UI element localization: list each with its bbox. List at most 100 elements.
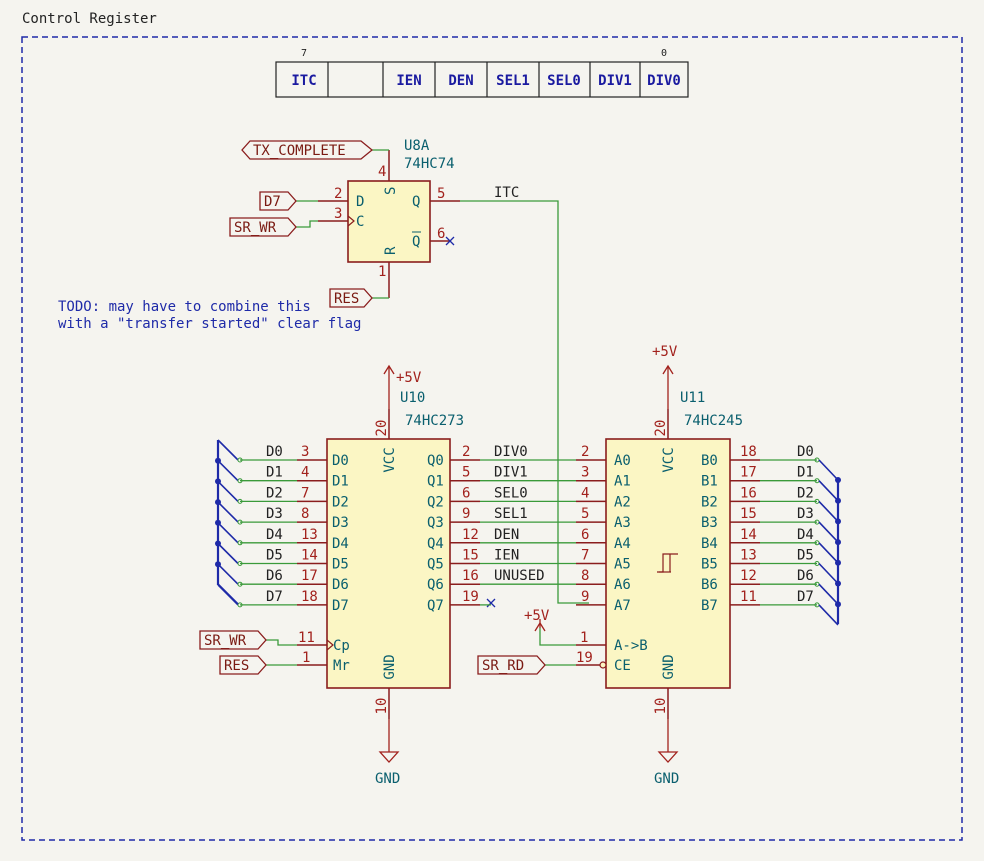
u10-gnd-symbol: GND (375, 719, 400, 787)
label-sr-rd[interactable]: SR_RD (477, 655, 546, 675)
u11-a-pin-name: A6 (614, 577, 631, 593)
todo-note-line1: TODO: may have to combine this (58, 299, 311, 315)
label-res-top[interactable]: RES (329, 288, 373, 308)
u10-q-pin-num: 19 (462, 589, 479, 605)
svg-text:RES: RES (334, 291, 359, 307)
u11-b-pin-name: B3 (701, 515, 718, 531)
u10-q-pin-name: Q3 (427, 515, 444, 531)
u11-a-pin-num: 6 (581, 527, 589, 543)
u11-b-pin-name: B1 (701, 474, 718, 490)
left-bus-entry (217, 460, 239, 482)
u10-d-pin-name: D2 (332, 494, 349, 510)
u10-register[interactable]: U10 74HC273 20 10 VCC GND 3D04D17D28D313… (297, 390, 496, 719)
u11-b-pin-num: 18 (740, 444, 757, 460)
label-res-bottom[interactable]: RES (219, 655, 267, 675)
register-bit-1: DIV1 (598, 73, 632, 89)
u10-gnd-name: GND (382, 654, 398, 679)
u11-a-pin-name: A4 (614, 536, 631, 552)
sheet-border (21, 36, 963, 841)
right-bus-entry (818, 583, 839, 605)
u10-q-pin-num: 2 (462, 444, 470, 460)
u11-a-pin-name: A1 (614, 474, 631, 490)
u11-vcc-symbol: +5V (652, 344, 678, 409)
left-bus-net-label: D6 (266, 568, 283, 584)
svg-text:D7: D7 (264, 194, 281, 210)
u11-ce-pin: 19 (576, 650, 593, 666)
right-bus-junction (835, 559, 841, 566)
left-bus-entry (217, 563, 239, 585)
u11-b-pin-name: B0 (701, 453, 718, 469)
register-bit-3: SEL1 (496, 73, 530, 89)
u11-a-pin-num: 9 (581, 589, 589, 605)
left-bus-node (237, 498, 243, 504)
u8a-ref: U8A (404, 138, 430, 154)
svg-text:RES: RES (224, 658, 249, 674)
u10-d-pin-name: D5 (332, 557, 349, 573)
u10-cp-name: Cp (333, 638, 350, 654)
left-bus-net-label: D1 (266, 465, 283, 481)
u8a-qn-noconnect (445, 236, 455, 246)
u8a-pin-d-num: 2 (334, 186, 342, 202)
sheet-title: Control Register (22, 11, 157, 27)
right-bus-net-label: D5 (797, 548, 814, 564)
right-bus-net-label: D0 (797, 444, 814, 460)
right-bus-junction (835, 539, 841, 546)
left-bus-node (237, 540, 243, 546)
u10-q-pin-num: 15 (462, 548, 479, 564)
label-d7[interactable]: D7 (259, 191, 297, 211)
u10-d-pin-num: 13 (301, 527, 318, 543)
u11-b-pin-name: B4 (701, 536, 718, 552)
left-bus-net-label: D0 (266, 444, 283, 460)
u8a-pin-r-num: 1 (378, 264, 386, 280)
left-bus-node (237, 457, 243, 463)
left-bus-entry (217, 522, 239, 544)
u11-ref: U11 (680, 390, 705, 406)
left-bus-junction (215, 499, 221, 506)
u11-transceiver[interactable]: U11 74HC245 20 10 VCC GND 2A03A14A25A36A… (576, 390, 760, 719)
right-bus-entry (818, 521, 839, 543)
register-bit-7: ITC (291, 73, 316, 89)
left-bus-junction (215, 457, 221, 464)
left-bus-net-label: D4 (266, 527, 283, 543)
u10-d-pin-num: 3 (301, 444, 309, 460)
register-table: 7 0 ITC IEN DEN SEL1 SEL0 DIV1 DIV0 (275, 48, 689, 98)
label-sr-wr-top[interactable]: SR_WR (229, 217, 297, 237)
svg-text:GND: GND (375, 771, 400, 787)
u10-d-pin-num: 14 (301, 548, 318, 564)
right-bus-entry (818, 500, 839, 522)
u11-a-pin-name: A2 (614, 494, 631, 510)
right-bus-entry (818, 480, 839, 502)
u10-q-pin-name: Q7 (427, 598, 444, 614)
svg-text:SR_WR: SR_WR (234, 220, 277, 236)
u8a-pin-qn-num: 6 (437, 226, 445, 242)
u11-a-pin-num: 7 (581, 548, 589, 564)
left-bus-net-label: D2 (266, 485, 283, 501)
u8a-pin-r-name: R (383, 246, 399, 255)
u11-value: 74HC245 (684, 413, 743, 429)
u10-d-pin-num: 8 (301, 506, 309, 522)
u8a-flipflop[interactable]: U8A 74HC74 4 2 3 1 5 6 D C Q Q S R (318, 138, 460, 298)
u10-q-pin-name: Q5 (427, 557, 444, 573)
u10-d-pin-name: D3 (332, 515, 349, 531)
u11-b-pin-num: 11 (740, 589, 757, 605)
label-sr-wr-bottom[interactable]: SR_WR (199, 630, 267, 650)
u10-d-pin-num: 18 (301, 589, 318, 605)
label-tx-complete[interactable]: TX_COMPLETE (241, 140, 374, 160)
u10-d-pin-name: D7 (332, 598, 349, 614)
u10-q-pin-num: 5 (462, 465, 470, 481)
left-bus-entry (217, 501, 239, 523)
u11-b-pin-name: B6 (701, 577, 718, 593)
left-bus-entry (217, 439, 239, 461)
u10-vcc-pin: 20 (374, 420, 390, 437)
u10-vcc-name: VCC (382, 447, 398, 472)
left-bus-junction (215, 561, 221, 568)
left-bus-net-label: D7 (266, 589, 283, 605)
u10-d-pin-num: 7 (301, 485, 309, 501)
u8a-wires (296, 149, 589, 604)
u11-ce-name: CE (614, 658, 631, 674)
right-bus-net-label: D1 (797, 465, 814, 481)
dir-vcc-symbol: +5V (524, 608, 550, 632)
